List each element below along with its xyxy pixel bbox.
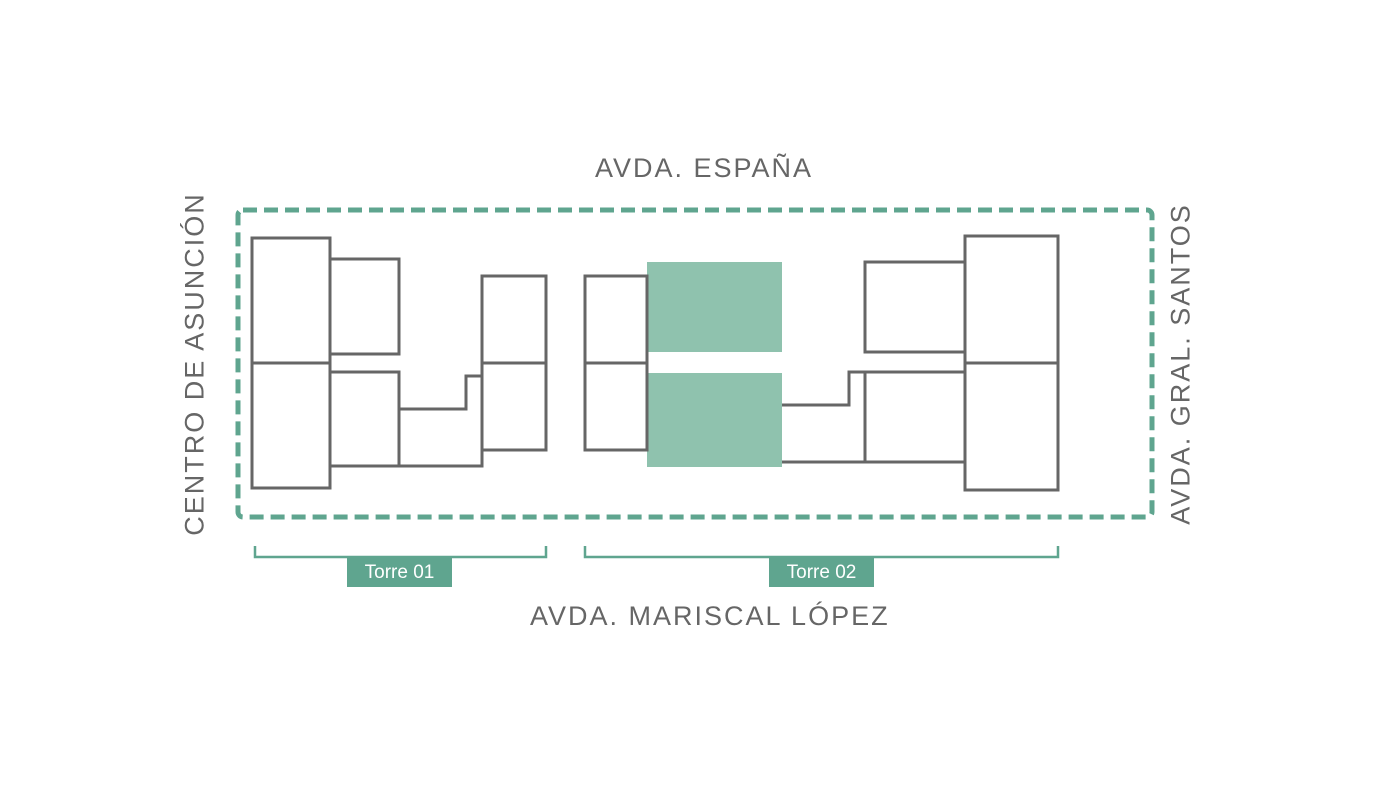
highlighted-unit-lower (647, 373, 782, 467)
tower-bracket-t1 (253, 546, 548, 559)
building-outlines (250, 234, 1060, 492)
t2-connector (782, 370, 867, 464)
t1-block-upper (328, 257, 401, 356)
street-label-right: AVDA. GRAL. SANTOS (1165, 203, 1196, 525)
t1-connector (399, 374, 484, 468)
highlighted-unit-upper (647, 262, 782, 352)
tower-label-torre-01[interactable]: Torre 01 (347, 558, 452, 587)
street-label-bottom: AVDA. MARISCAL LÓPEZ (530, 601, 890, 631)
t2-block-lower (863, 370, 967, 464)
site-boundary (235, 207, 1155, 520)
street-label-top: AVDA. ESPAÑA (595, 153, 814, 183)
t2-block-upper (863, 260, 967, 354)
tower-bracket-t2 (583, 546, 1060, 559)
t1-block-lower (328, 370, 401, 468)
tower-label-torre-02[interactable]: Torre 02 (769, 558, 874, 587)
street-label-left: CENTRO DE ASUNCIÓN (179, 192, 210, 536)
